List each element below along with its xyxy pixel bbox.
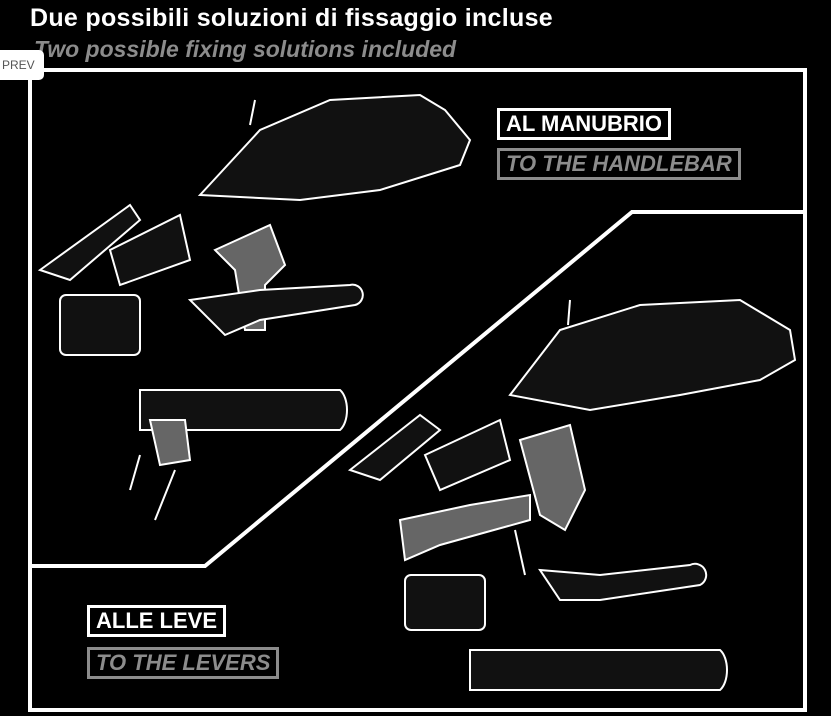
page-title: Due possibili soluzioni di fissaggio inc… xyxy=(30,4,553,32)
prev-button[interactable]: PREV xyxy=(0,50,44,80)
panel-frame xyxy=(28,68,807,712)
label-levers-it: ALLE LEVE xyxy=(87,605,227,637)
label-levers-en: TO THE LEVERS xyxy=(87,647,280,679)
handguard-illustration-top xyxy=(37,93,472,521)
page-subtitle: Two possible fixing solutions included xyxy=(34,36,457,62)
handguard-illustration-bottom xyxy=(347,298,797,691)
label-handlebar-en: TO THE HANDLEBAR xyxy=(497,148,741,180)
label-handlebar-it: AL MANUBRIO xyxy=(497,108,672,140)
